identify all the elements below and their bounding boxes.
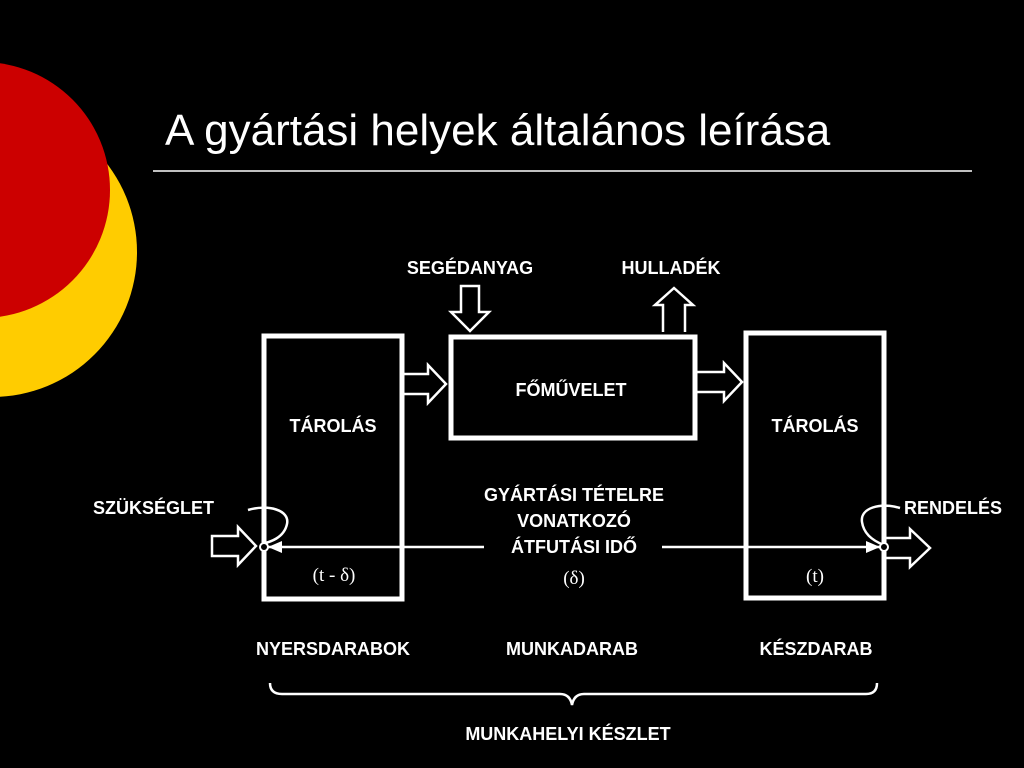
decorative-red-circle [0,63,110,317]
lead-time-line3: ÁTFUTÁSI IDŐ [511,536,637,557]
waste-output-arrow [651,286,697,332]
lead-time-line1: GYÁRTÁSI TÉTELRE [484,484,664,505]
demand-label: SZÜKSÉGLET [93,497,214,518]
finished-parts-label: KÉSZDARAB [759,638,872,659]
inventory-label: MUNKAHELYI KÉSZLET [465,723,670,744]
time-middle-label: (δ) [563,568,585,589]
junction-right [879,542,889,552]
order-label: RENDELÉS [904,497,1002,518]
main-operation-box [448,334,698,441]
auxiliary-input-label: SEGÉDANYAG [407,257,533,278]
demand-input-arrow [210,523,258,569]
auxiliary-input-arrow [447,284,493,333]
main-operation-label: FŐMŰVELET [516,379,627,400]
time-right-label: (t) [806,566,824,587]
lead-time-arrowhead-left [268,541,282,553]
time-left-label: (t - δ) [313,565,356,586]
order-output-arrow [886,526,932,570]
inventory-brace [268,682,879,706]
slide-title: A gyártási helyek általános leírása [165,106,831,155]
waste-output-label: HULLADÉK [622,257,721,278]
storage-right-label: TÁROLÁS [772,415,859,436]
work-piece-label: MUNKADARAB [506,639,638,659]
order-curl [860,504,901,547]
raw-parts-label: NYERSDARABOK [256,639,410,659]
storage-left-box [261,333,405,602]
flow-arrow-storage-to-operation [404,361,448,407]
lead-time-arrowhead-right [866,541,880,553]
flow-arrow-operation-to-storage [697,359,744,405]
junction-left [259,542,269,552]
lead-time-line2: VONATKOZÓ [517,510,631,531]
storage-right-box [743,330,887,601]
demand-curl [247,506,289,546]
storage-left-label: TÁROLÁS [290,415,377,436]
